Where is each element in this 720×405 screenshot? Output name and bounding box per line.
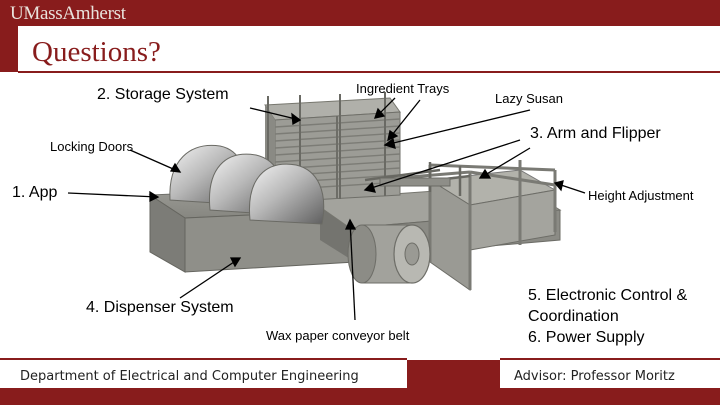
label-arm-and-flipper: 3. Arm and Flipper [530, 125, 661, 142]
title-divider [18, 71, 720, 73]
label-dispenser-system: 4. Dispenser System [86, 299, 234, 316]
label-locking-doors: Locking Doors [50, 139, 134, 154]
label-storage-system: 2. Storage System [97, 86, 229, 103]
locking-door-domes [169, 144, 325, 225]
conveyor-bin [428, 169, 557, 291]
footer-right-panel [500, 358, 720, 390]
label-electronic-control-line1: 5. Electronic Control & [528, 287, 688, 304]
label-lazy-susan: Lazy Susan [495, 91, 563, 106]
robot-machine-render [67, 92, 586, 321]
slide-title: Questions? [32, 36, 161, 68]
conveyor-roller [347, 224, 431, 284]
label-conveyor-belt: Wax paper conveyor belt [266, 328, 410, 343]
university-logo: UMassAmherst [10, 3, 126, 24]
label-height-adjustment: Height Adjustment [588, 188, 694, 203]
top-brand-bar [0, 0, 720, 26]
label-electronic-control-line2: Coordination [528, 308, 619, 325]
label-electronic-control: 5. Electronic Control & Coordination 6. … [528, 285, 687, 348]
label-power-supply: 6. Power Supply [528, 329, 645, 346]
footer-accent [407, 360, 500, 388]
footer-department: Department of Electrical and Computer En… [20, 369, 359, 384]
footer-bar [0, 388, 720, 405]
title-accent [0, 26, 18, 72]
label-app: 1. App [12, 184, 58, 201]
callout-arrows [67, 97, 586, 321]
label-ingredient-trays: Ingredient Trays [356, 81, 450, 96]
footer-advisor: Advisor: Professor Moritz [514, 369, 675, 384]
footer-left-panel [0, 358, 407, 390]
lazy-susan [379, 177, 451, 187]
